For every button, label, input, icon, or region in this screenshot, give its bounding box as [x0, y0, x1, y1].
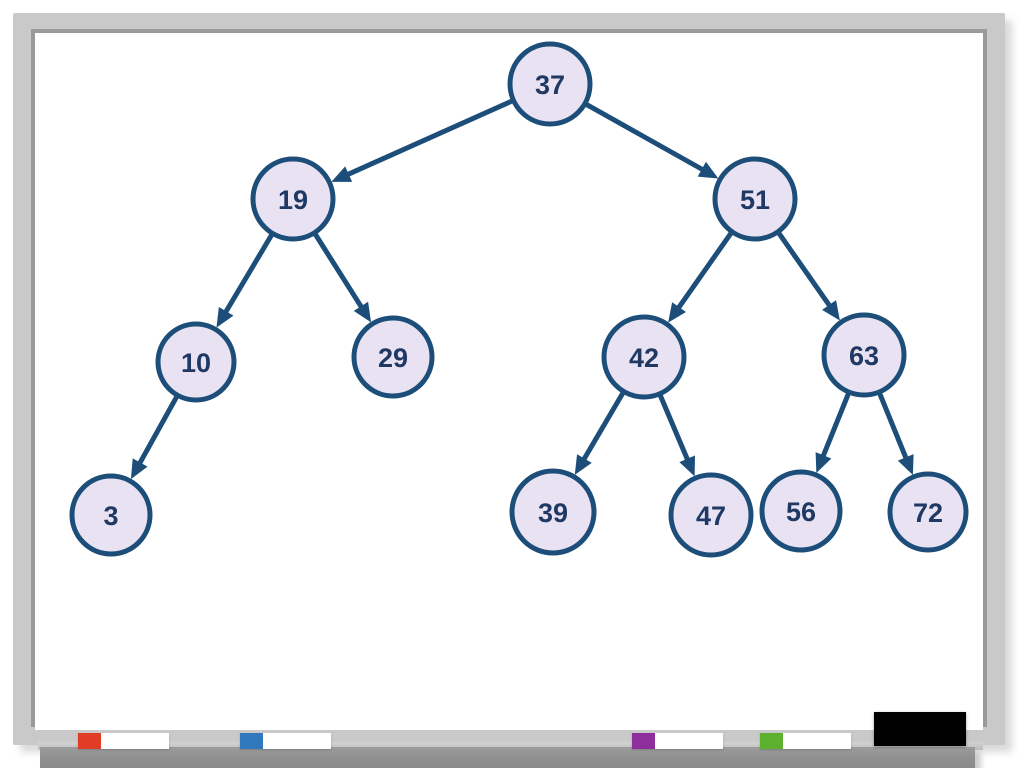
tree-edge-63-to-72 — [877, 392, 914, 475]
tree-node-29[interactable]: 29 — [351, 315, 435, 399]
tree-edge-37-to-51 — [584, 101, 719, 179]
tree-edge-42-to-39 — [574, 391, 626, 475]
tree-node-10[interactable]: 10 — [155, 321, 237, 403]
tree-node-label: 63 — [849, 341, 879, 371]
tree-node-51[interactable]: 51 — [712, 156, 798, 242]
tree-node-label: 56 — [786, 497, 816, 527]
red-marker-body — [101, 733, 169, 749]
tree-node-label: 39 — [538, 498, 568, 528]
tree-edge-19-to-29 — [312, 232, 372, 323]
tree-node-label: 19 — [278, 185, 308, 215]
marker-tray — [40, 747, 975, 768]
edge-layer — [130, 98, 914, 480]
tree-node-56[interactable]: 56 — [759, 469, 843, 553]
tree-edge-10-to-3 — [130, 394, 180, 480]
tree-node-label: 10 — [181, 348, 211, 378]
tree-edge-19-to-10 — [216, 232, 275, 328]
tree-node-72[interactable]: 72 — [887, 471, 969, 553]
eraser[interactable] — [874, 712, 966, 746]
purple-marker-body — [655, 733, 723, 749]
tree-node-label: 29 — [378, 343, 408, 373]
tree-node-42[interactable]: 42 — [601, 314, 687, 400]
red-marker-cap — [78, 733, 101, 749]
tree-node-39[interactable]: 39 — [509, 468, 597, 556]
green-marker[interactable] — [760, 733, 851, 749]
tree-edge-42-to-47 — [657, 393, 696, 477]
tree-node-label: 72 — [913, 498, 943, 528]
tree-node-3[interactable]: 3 — [69, 473, 153, 557]
tree-edge-37-to-19 — [331, 98, 514, 182]
tree-node-label: 42 — [629, 343, 659, 373]
tree-node-label: 51 — [740, 185, 770, 215]
blue-marker-cap — [240, 733, 263, 749]
tray-lip — [38, 742, 983, 750]
node-layer: 37 19 51 10 29 42 63 3 39 47 56 72 — [69, 41, 969, 558]
purple-marker-cap — [632, 733, 655, 749]
tree-node-37[interactable]: 37 — [507, 41, 593, 127]
tree-node-19[interactable]: 19 — [250, 156, 336, 242]
blue-marker-body — [263, 733, 331, 749]
tree-node-label: 37 — [535, 70, 565, 100]
red-marker[interactable] — [78, 733, 169, 749]
tree-node-label: 3 — [103, 501, 118, 531]
tree-edge-63-to-56 — [815, 392, 851, 473]
purple-marker[interactable] — [632, 733, 723, 749]
tree-node-47[interactable]: 47 — [668, 472, 754, 558]
green-marker-body — [783, 733, 851, 749]
tree-node-63[interactable]: 63 — [821, 312, 907, 398]
blue-marker[interactable] — [240, 733, 331, 749]
tree-node-label: 47 — [696, 501, 726, 531]
green-marker-cap — [760, 733, 783, 749]
tree-edge-51-to-42 — [668, 231, 734, 323]
tree-edge-51-to-63 — [776, 231, 840, 321]
